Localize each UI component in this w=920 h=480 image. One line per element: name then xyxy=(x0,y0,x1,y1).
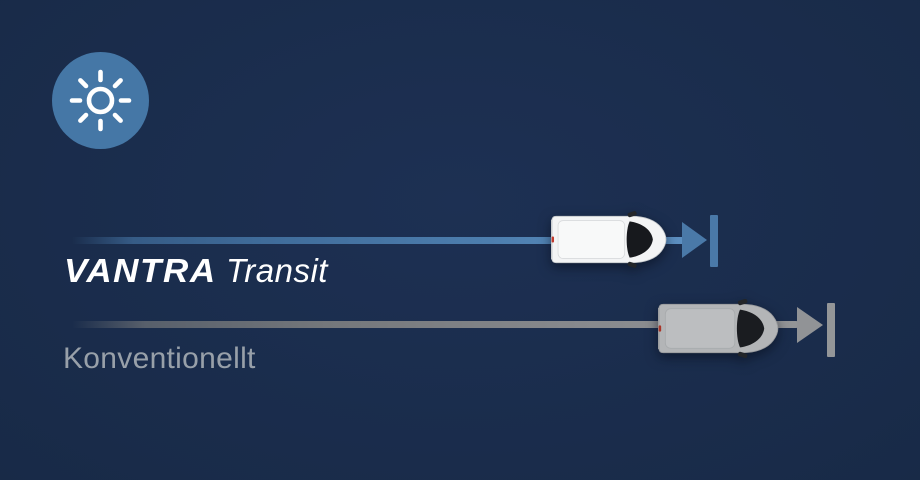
conventional-track-line xyxy=(72,321,798,328)
model-name: Transit xyxy=(226,252,328,289)
brand-name: VANTRA xyxy=(64,252,217,289)
vantra-track-line xyxy=(72,237,684,244)
vantra-right-arrow-icon xyxy=(682,222,707,258)
van-roof-panel xyxy=(557,220,626,259)
van-top-view-white-icon xyxy=(551,211,667,268)
conventional-right-arrow-icon xyxy=(797,307,823,343)
van-mirror-left xyxy=(737,299,748,306)
van-mirror-right xyxy=(737,351,748,358)
sun-icon xyxy=(69,69,132,132)
van-mirror-right xyxy=(627,261,637,268)
daylight-badge xyxy=(52,52,149,149)
van-roof-panel xyxy=(664,308,736,349)
vantra-finish-line-bar xyxy=(710,215,718,267)
conventional-finish-line-bar xyxy=(827,303,835,357)
van-windshield xyxy=(626,221,653,258)
van-taillight xyxy=(551,236,555,243)
van-top-view-gray-icon xyxy=(658,299,779,358)
van-mirror-left xyxy=(627,211,637,218)
conventional-label: Konventionellt xyxy=(63,342,256,375)
van-taillight xyxy=(658,325,662,332)
van-windshield xyxy=(736,309,765,348)
